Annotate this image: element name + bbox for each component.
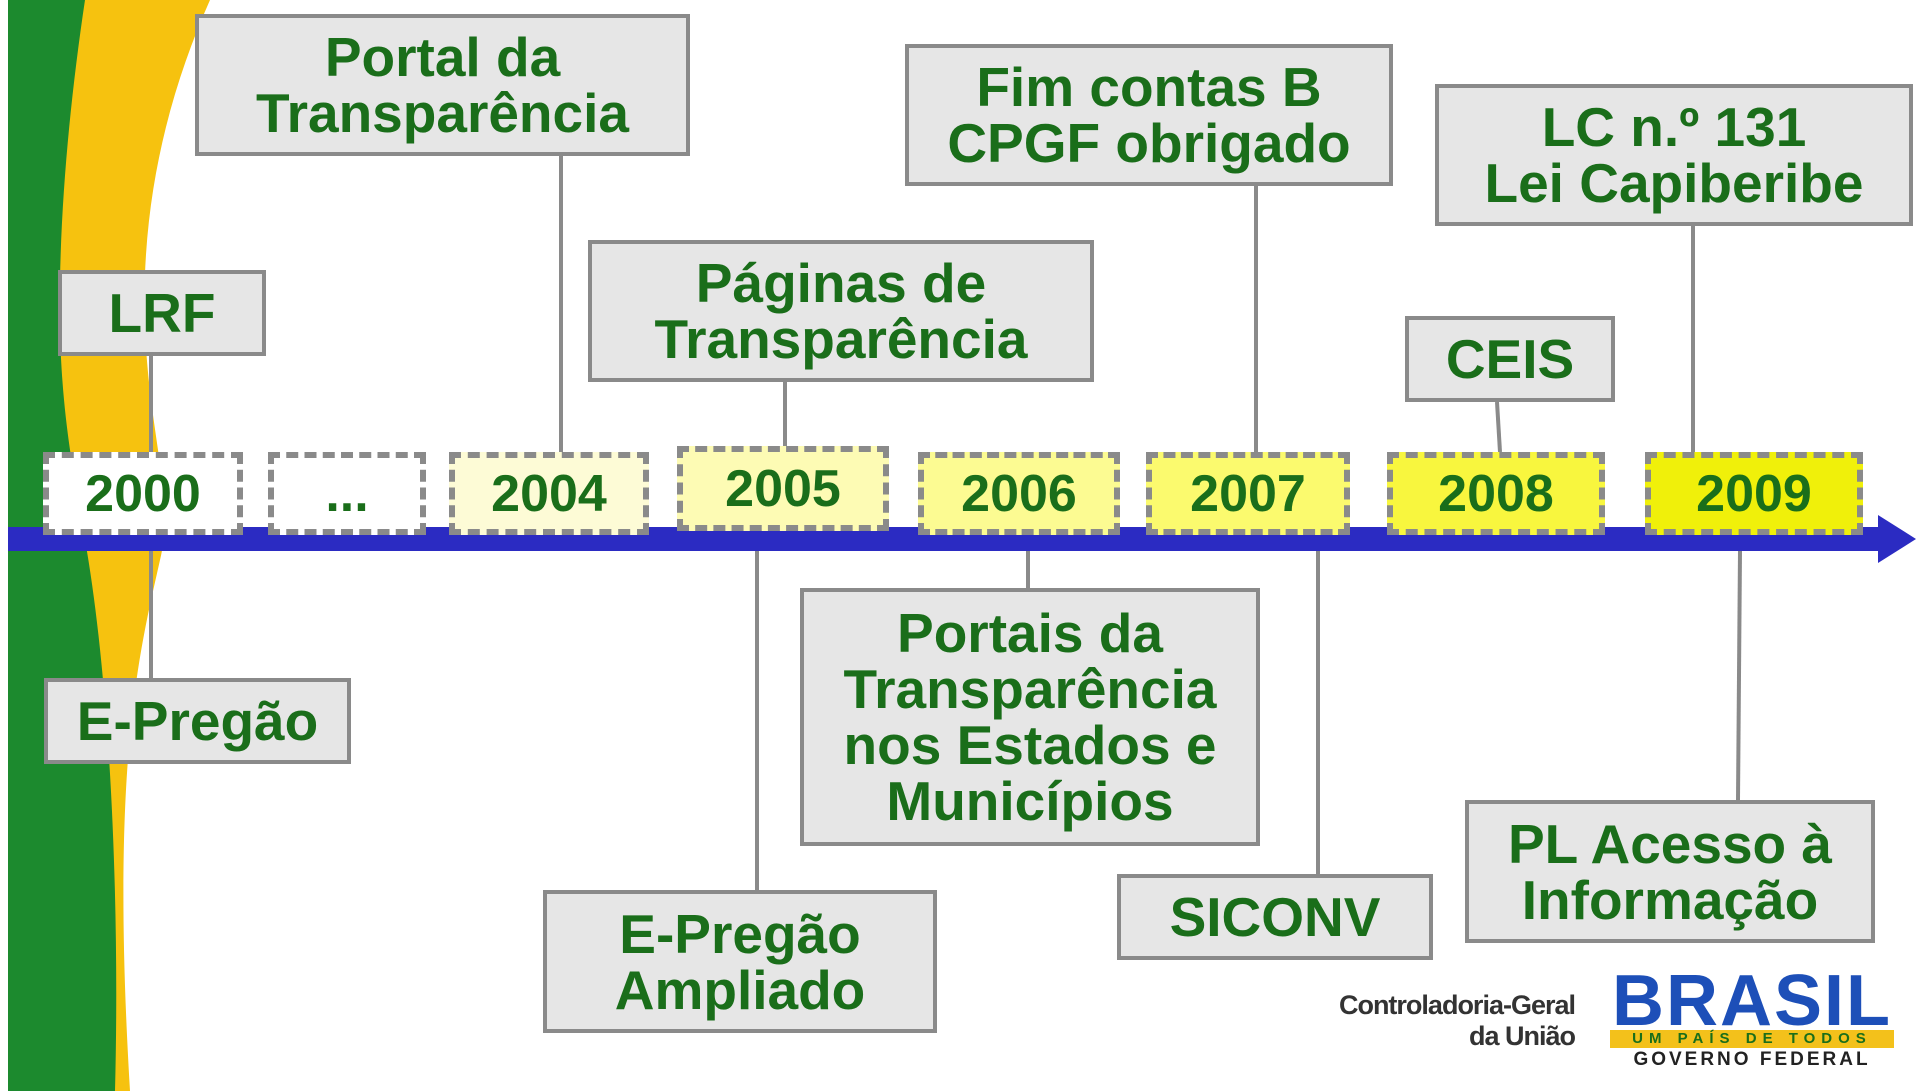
brasil-logo: BRASIL UM PAÍS DE TODOS GOVERNO FEDERAL <box>1608 961 1896 1070</box>
year-marker-2000: 2000 <box>43 452 243 535</box>
year-marker-2009: 2009 <box>1645 452 1863 535</box>
event-paginas-de-transparencia: Páginas de Transparência <box>588 240 1094 382</box>
event-portais-estados-municipios: Portais da Transparência nos Estados e M… <box>800 588 1260 846</box>
timeline-arrowhead <box>1878 515 1916 563</box>
event-siconv: SICONV <box>1117 874 1433 960</box>
brasil-logo-tagline: UM PAÍS DE TODOS <box>1610 1030 1894 1048</box>
year-marker-2004: 2004 <box>449 452 649 535</box>
event-lc-131: LC n.º 131 Lei Capiberibe <box>1435 84 1913 226</box>
event-ceis: CEIS <box>1405 316 1615 402</box>
slide-left-edge <box>0 0 8 1091</box>
cgu-logo: Controladoria-Geral da União <box>1338 990 1576 1051</box>
event-fim-contas-b: Fim contas B CPGF obrigado <box>905 44 1393 186</box>
year-marker-2005: 2005 <box>677 446 889 531</box>
year-marker-2008: 2008 <box>1387 452 1605 535</box>
event-portal-da-transparencia: Portal da Transparência <box>195 14 690 156</box>
brasil-logo-word: BRASIL <box>1612 961 1892 1041</box>
event-e-pregao-ampliado: E-Pregão Ampliado <box>543 890 937 1033</box>
connector-lines <box>149 156 1742 890</box>
connector-line <box>1736 550 1742 801</box>
year-marker-2007: 2007 <box>1146 452 1350 535</box>
brasil-logo-governo: GOVERNO FEDERAL <box>1633 1049 1871 1070</box>
year-marker-2006: 2006 <box>918 452 1120 535</box>
event-pl-acesso-informacao: PL Acesso à Informação <box>1465 800 1875 943</box>
event-e-pregao: E-Pregão <box>44 678 351 764</box>
year-marker-ellipsis: ... <box>268 452 426 535</box>
connector-line <box>1495 401 1502 453</box>
event-lrf: LRF <box>58 270 266 356</box>
